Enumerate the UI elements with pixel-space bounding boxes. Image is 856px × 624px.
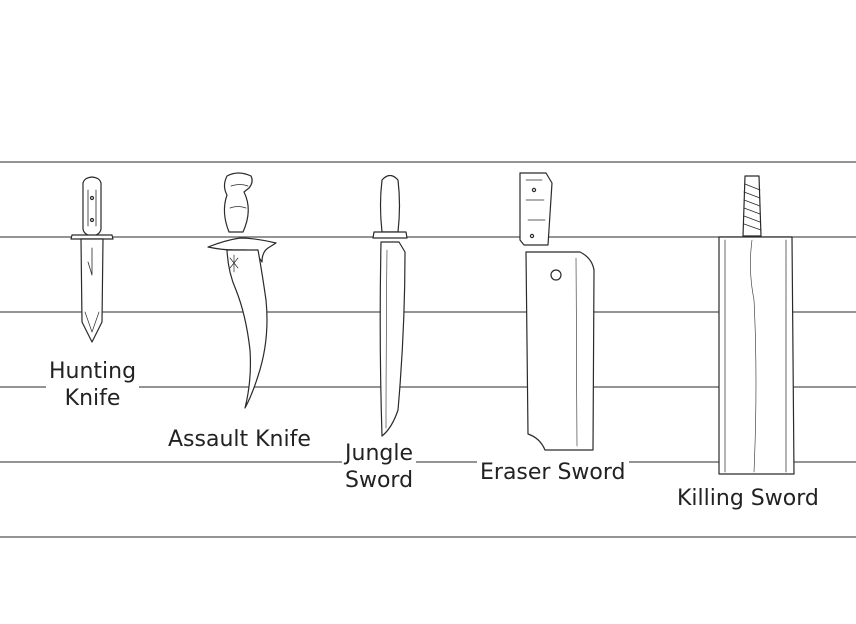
label-jungle-sword: Jungle Sword [342,440,417,494]
assault-knife-icon [207,172,277,409]
label-killing-sword: Killing Sword [674,485,822,512]
killing-sword-icon [718,175,795,475]
hunting-knife-icon [70,176,114,343]
eraser-sword-icon [519,172,595,451]
label-hunting-knife: Hunting Knife [46,358,140,412]
label-eraser-sword: Eraser Sword [477,459,629,486]
jungle-sword-icon [372,174,408,437]
label-assault-knife: Assault Knife [165,426,314,453]
